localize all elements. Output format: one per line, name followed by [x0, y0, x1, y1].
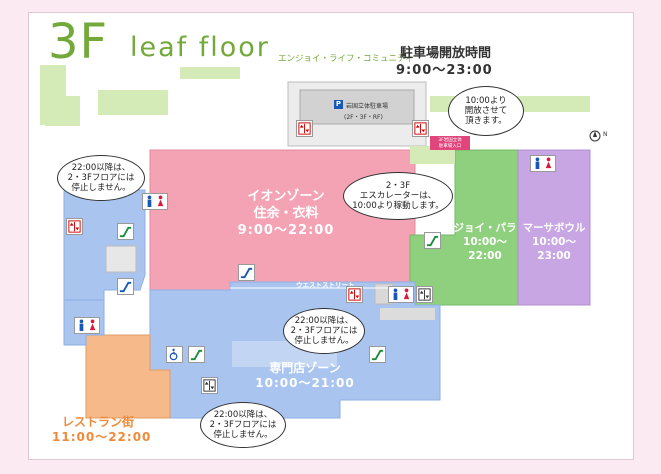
restaurant-zone-name: レストラン街 — [62, 415, 135, 429]
escalator-icon — [238, 264, 255, 281]
elevator-icon — [201, 377, 218, 394]
aeon-zone-category: 住余・衣料 — [253, 206, 319, 221]
elevator-icon — [416, 286, 433, 303]
restroom-icon — [74, 317, 100, 334]
restroom-icon — [530, 155, 556, 172]
wheelchair-icon — [166, 346, 183, 363]
elevator-left-callout: 22:00以降は、2・3Fフロアには停止しません。 — [57, 155, 145, 201]
escalator-icon — [117, 223, 134, 240]
compass-icon — [588, 128, 602, 142]
parking-entrance-label-1: 3F岩国立体 — [438, 138, 462, 143]
aeon-zone-hours: 9:00〜22:00 — [237, 223, 335, 238]
restroom-icon — [142, 193, 168, 210]
mar-bowl-hours-open: 10:00〜 — [532, 236, 576, 248]
aeon-zone-name: イオンゾーン — [247, 189, 325, 204]
joy-palla-hours-close: 22:00 — [468, 250, 502, 262]
joy-palla-hours-open: 10:00〜 — [463, 236, 507, 248]
compass-label: N — [603, 131, 608, 138]
specialty-zone-hours: 10:00〜21:00 — [255, 376, 355, 390]
mar-bowl-hours-close: 23:00 — [537, 250, 571, 262]
parking-lot-floors: (2F・3F・RF) — [344, 114, 383, 121]
elevator-icon — [346, 286, 363, 303]
elevator-icon — [412, 120, 429, 137]
escalator-icon — [117, 278, 134, 295]
escalator-icon — [369, 346, 386, 363]
parking-p-icon: P — [334, 100, 343, 109]
parking-open-callout: 10:00より開放させて頂きます。 — [448, 86, 524, 136]
escalator-icon — [188, 346, 205, 363]
elevator-icon — [296, 120, 313, 137]
street-label: ウエストストリート — [296, 281, 355, 289]
restroom-icon — [388, 286, 414, 303]
restaurant-zone-hours: 11:00〜22:00 — [52, 430, 152, 444]
mar-bowl-zone — [517, 149, 591, 306]
elevator-bottom-callout: 22:00以降は、2・3Fフロアには停止しません。 — [200, 402, 286, 448]
parking-entrance-sign — [430, 136, 470, 150]
restaurant-zone — [85, 334, 171, 419]
joy-palla-name: ジョイ・パラ — [453, 222, 517, 234]
elevator-center-callout: 22:00以降は、2・3Fフロアには停止しません。 — [283, 308, 365, 354]
parking-hours-title: 駐車場開放時間 — [400, 46, 492, 61]
floor-name: leaf floor — [130, 32, 270, 63]
parking-hours-time: 9:00〜23:00 — [396, 63, 493, 78]
floor-subtitle: エンジョイ・ライフ・コミュニティ — [278, 54, 414, 64]
parking-lot-name: 岩国立体駐車場 — [346, 103, 389, 110]
elevator-icon — [66, 218, 83, 235]
specialty-zone-name: 専門店ゾーン — [269, 361, 341, 375]
escalator-icon — [424, 232, 441, 249]
parking-entrance-label-2: 駐車場入口 — [438, 144, 462, 149]
floor-number: 3F — [48, 14, 109, 70]
mar-bowl-name: マーサボウル — [522, 222, 586, 234]
